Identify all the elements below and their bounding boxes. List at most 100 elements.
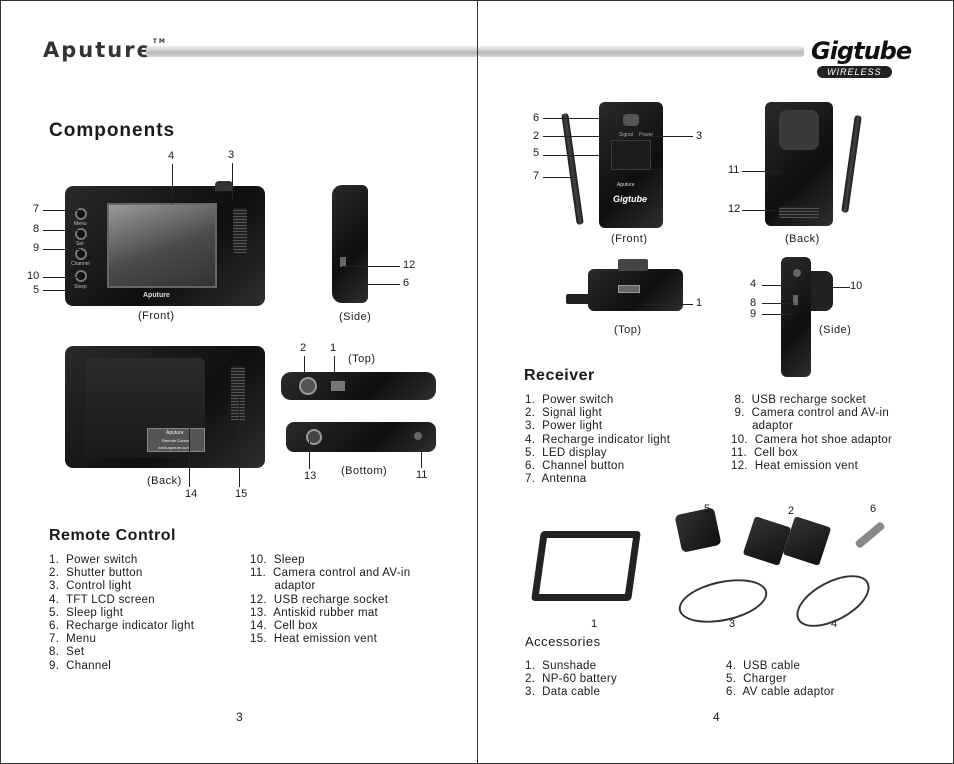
rcallout-12: 12	[728, 203, 741, 215]
caption-top: (Top)	[348, 353, 376, 365]
shutter-button-icon	[215, 181, 233, 191]
antenna-front	[561, 113, 584, 225]
caption-side: (Side)	[339, 311, 372, 323]
receiver-vent	[779, 206, 819, 218]
list-item: 11. Cell box	[731, 446, 798, 459]
back-label-line1: Remote Control	[162, 438, 191, 443]
back-clip	[779, 110, 819, 150]
wireless-badge: WIRELESS	[817, 66, 892, 78]
rcaption-top: (Top)	[614, 324, 642, 336]
left-page: AputureTM Components Menu Set Channel Sl…	[0, 0, 479, 764]
receiver-back-image	[765, 102, 833, 226]
power-label: Power	[639, 132, 654, 138]
page-number-left: 3	[236, 710, 243, 724]
callout-10: 10	[27, 270, 40, 282]
list-item: 2. Shutter button	[49, 567, 143, 580]
power-switch-icon	[618, 285, 640, 293]
power-switch-icon	[331, 381, 345, 391]
receiver-front-image: Signal Power Aputure Gigtube	[599, 102, 663, 228]
av-adaptor-image	[854, 521, 886, 549]
acallout-3: 3	[729, 618, 736, 630]
sunshade-image	[531, 531, 641, 601]
list-item: 8. Set	[49, 646, 85, 659]
list-item: 9. Camera control and AV-in	[731, 407, 890, 420]
receiver-side-image	[781, 257, 811, 377]
section-title-remote: Remote Control	[49, 527, 176, 544]
callout-7: 7	[33, 203, 40, 215]
list-item: 3. Control light	[49, 580, 132, 593]
callout-14: 14	[185, 488, 198, 500]
battery-image-1	[742, 516, 792, 566]
list-item: 10. Camera hot shoe adaptor	[731, 433, 893, 446]
hot-shoe-icon	[618, 259, 648, 271]
callout-12: 12	[403, 259, 416, 271]
rcallout-5: 5	[533, 147, 540, 159]
list-item: 7. Menu	[49, 633, 97, 646]
side-hot-shoe	[811, 271, 833, 311]
rcallout-10: 10	[850, 280, 863, 292]
receiver-gigtube-text: Gigtube	[613, 194, 647, 204]
rcallout-7: 7	[533, 170, 540, 182]
rubber-mat-icon	[306, 429, 322, 445]
callout-1: 1	[330, 342, 337, 354]
callout-8: 8	[33, 223, 40, 235]
side-usb-icon	[793, 295, 798, 305]
list-item: 5. Charger	[726, 673, 787, 686]
list-item: 4. TFT LCD screen	[49, 593, 155, 606]
caption-front: (Front)	[138, 310, 175, 322]
antenna-back	[841, 114, 862, 214]
remote-front-image: Menu Set Channel Sleep Aputure	[65, 186, 265, 306]
list-item: 11. Camera control and AV-in	[250, 567, 411, 580]
list-item: 5. LED display	[525, 446, 607, 459]
remote-back-image: Aputure Remote Control www.aputure.com	[65, 346, 265, 468]
rcallout-3: 3	[696, 130, 703, 142]
antenna-top	[566, 294, 590, 304]
list-item: 10. Sleep	[250, 554, 305, 566]
header-bar-right	[478, 46, 804, 57]
channel-label: Channel	[71, 261, 90, 267]
av-port-icon	[414, 432, 422, 440]
list-item: adaptor	[731, 420, 794, 433]
callout-3: 3	[228, 149, 235, 161]
list-item: 13. Antiskid rubber mat	[250, 606, 379, 619]
remote-side-image	[332, 185, 368, 303]
list-item: 1. Sunshade	[525, 660, 597, 672]
gigtube-logo: Gigtube	[811, 37, 912, 65]
remote-top-image	[281, 372, 436, 400]
callout-11: 11	[416, 469, 428, 481]
list-item: 3. Power light	[525, 420, 603, 433]
right-page: Gigtube WIRELESS Signal Power Aputure Gi…	[477, 0, 954, 764]
list-item: 2. NP-60 battery	[525, 673, 618, 686]
battery-image-2	[782, 516, 832, 566]
rcallout-1: 1	[696, 297, 703, 309]
list-item: 6. Channel button	[525, 460, 625, 473]
list-item: 9. Channel	[49, 659, 112, 672]
sleep-button-icon	[75, 270, 87, 282]
list-item: 12. USB recharge socket	[250, 593, 389, 606]
accessories-title: Accessories	[525, 634, 601, 649]
tft-screen	[107, 203, 217, 288]
rcaption-back: (Back)	[785, 233, 820, 245]
callout-4: 4	[168, 150, 175, 162]
list-item: 6. AV cable adaptor	[726, 686, 835, 699]
callout-9: 9	[33, 242, 40, 254]
menu-button-icon	[75, 208, 87, 220]
back-logo: Aputure	[166, 430, 184, 436]
rcallout-2: 2	[533, 130, 540, 142]
shutter-top-icon	[299, 377, 317, 395]
back-label-line2: www.aputure.com	[158, 445, 190, 450]
remote-bottom-image	[286, 422, 436, 452]
list-item: 15. Heat emission vent	[250, 633, 378, 646]
channel-button-icon	[623, 114, 639, 126]
list-item: 2. Signal light	[525, 407, 603, 420]
section-title-receiver: Receiver	[524, 367, 595, 384]
rcaption-front: (Front)	[611, 233, 648, 245]
brand-text: Aputure	[43, 38, 153, 62]
set-label: Set	[76, 241, 84, 247]
list-item: 1. Power switch	[525, 394, 614, 406]
list-item: 14. Cell box	[250, 620, 318, 633]
rcallout-6: 6	[533, 112, 540, 124]
acallout-4: 4	[831, 618, 838, 630]
